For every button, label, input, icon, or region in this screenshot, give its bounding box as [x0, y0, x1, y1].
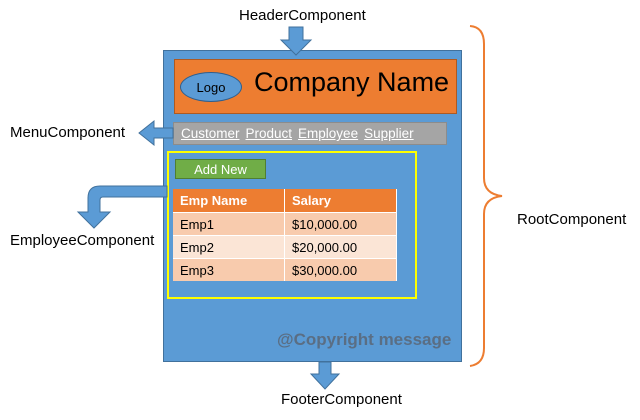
- menu-component-bar: Customer Product Employee Supplier: [173, 122, 447, 145]
- table-header-row: Emp Name Salary: [173, 189, 397, 213]
- menu-link-supplier[interactable]: Supplier: [364, 126, 414, 141]
- employee-component-label: EmployeeComponent: [10, 232, 155, 249]
- header-component-label: HeaderComponent: [239, 7, 366, 24]
- cell-salary: $20,000.00: [284, 235, 397, 259]
- employee-table: Emp Name Salary Emp1 $10,000.00 Emp2 $20…: [173, 189, 397, 281]
- header-arrow-icon: [279, 26, 313, 56]
- menu-component-label: MenuComponent: [10, 124, 126, 141]
- employee-component-box: [167, 151, 417, 299]
- company-name: Company Name: [254, 67, 450, 97]
- logo[interactable]: Logo: [180, 72, 242, 102]
- root-bracket-icon: [469, 25, 503, 367]
- menu-link-customer[interactable]: Customer: [181, 126, 240, 141]
- copyright-message: @Copyright message: [277, 330, 452, 349]
- add-new-button[interactable]: Add New: [175, 159, 266, 179]
- column-header-emp-name: Emp Name: [173, 189, 285, 213]
- menu-link-product[interactable]: Product: [245, 126, 293, 141]
- table-row: Emp3 $30,000.00: [173, 258, 397, 281]
- cell-emp-name: Emp2: [173, 235, 285, 259]
- cell-emp-name: Emp3: [173, 258, 285, 281]
- table-row: Emp2 $20,000.00: [173, 235, 397, 259]
- table-row: Emp1 $10,000.00: [173, 212, 397, 236]
- column-header-salary: Salary: [284, 189, 397, 213]
- menu-link-employee[interactable]: Employee: [298, 126, 359, 141]
- employee-arrow-icon: [76, 185, 168, 229]
- menu-arrow-icon: [138, 119, 174, 147]
- cell-emp-name: Emp1: [173, 212, 285, 236]
- footer-arrow-icon: [309, 361, 341, 390]
- cell-salary: $30,000.00: [284, 258, 397, 281]
- cell-salary: $10,000.00: [284, 212, 397, 236]
- footer-component-label: FooterComponent: [281, 391, 402, 408]
- root-component-label: RootComponent: [517, 211, 627, 228]
